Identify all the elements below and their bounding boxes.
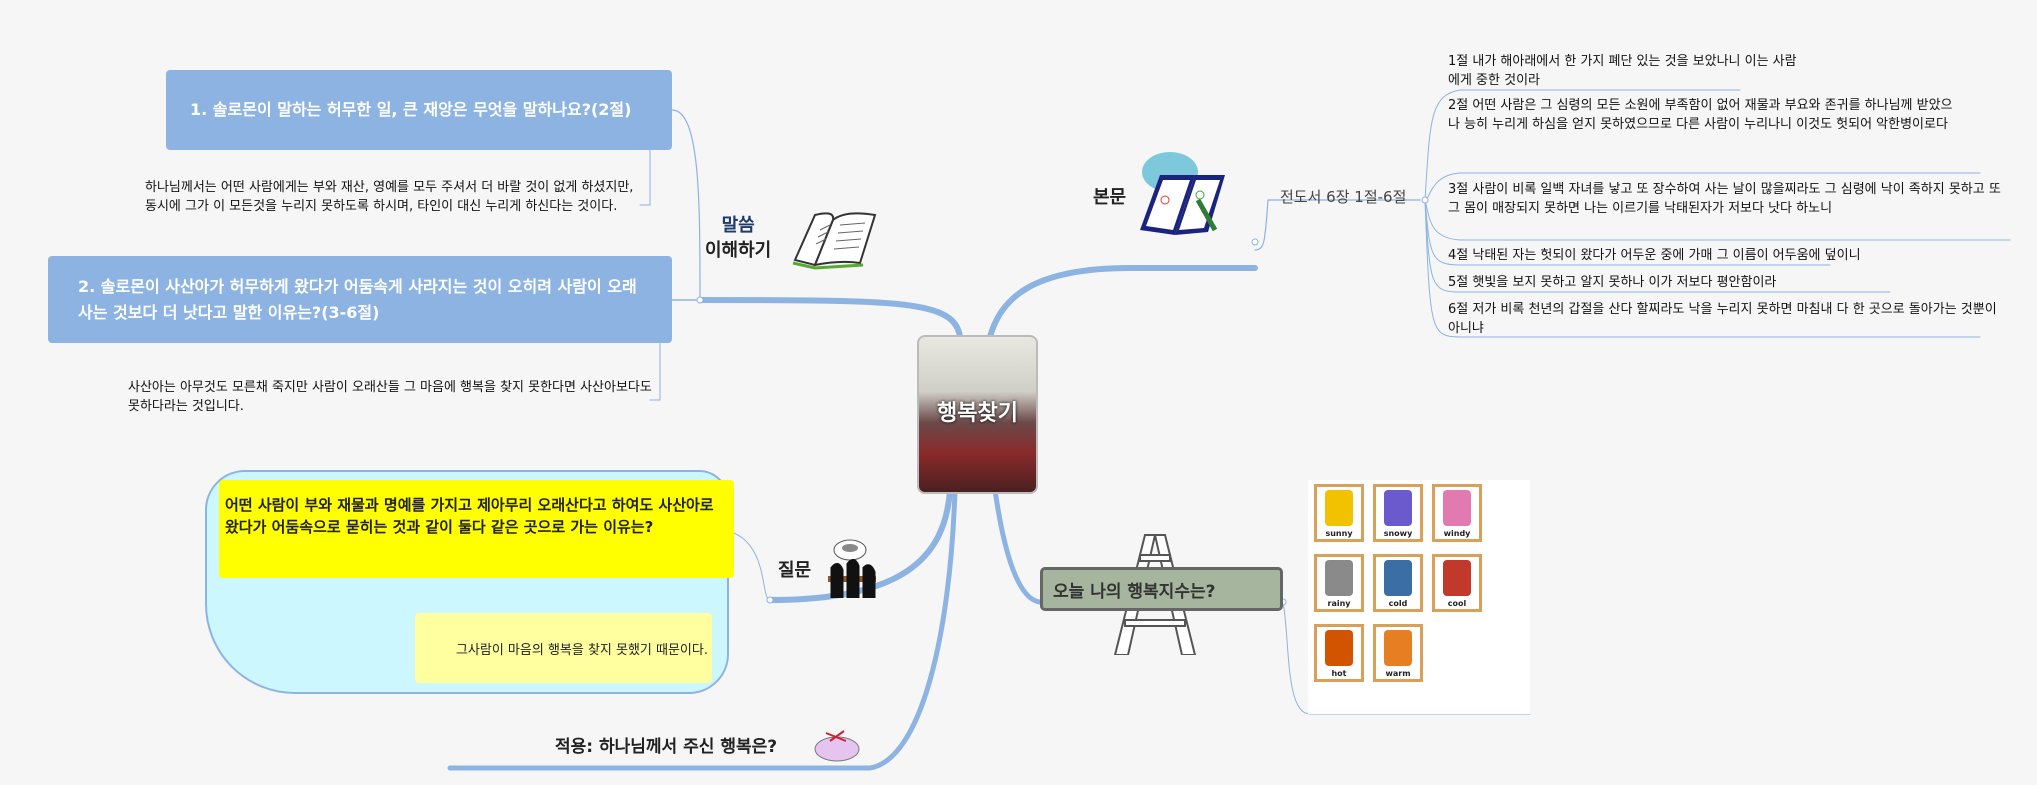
question-2-text: 2. 솔로몬이 사산아가 허무하게 왔다가 어둠속게 사라지는 것이 오히려 사… [78, 276, 637, 322]
card-label: hot [1331, 669, 1347, 678]
text-branch-label[interactable]: 본문 [1093, 187, 1127, 208]
snowy-icon [1384, 490, 1412, 526]
happiness-index-node[interactable]: 오늘 나의 행복지수는? [1040, 567, 1283, 611]
weather-card-cool[interactable]: cool [1432, 554, 1482, 612]
hot-icon [1325, 630, 1353, 666]
open-book-icon [792, 212, 877, 270]
card-label: snowy [1383, 529, 1413, 538]
question-node[interactable]: 어떤 사람이 부와 재물과 명예를 가지고 제아무리 오래산다고 하여도 사산아… [219, 480, 734, 578]
cool-icon [1443, 560, 1471, 596]
verse-2[interactable]: 2절 어떤 사람은 그 심령의 모든 소원에 부족함이 없어 재물과 부요와 존… [1448, 98, 1953, 132]
scripture-reference[interactable]: 전도서 6장 1절-6절 [1280, 188, 1407, 206]
weather-card-hot[interactable]: hot [1314, 624, 1364, 682]
weather-card-sunny[interactable]: sunny [1314, 484, 1364, 542]
card-label: cold [1388, 599, 1408, 608]
card-label: warm [1385, 669, 1411, 678]
weather-card-snowy[interactable]: snowy [1373, 484, 1423, 542]
word-label-line1: 말씀 [721, 215, 755, 236]
card-label: windy [1443, 529, 1471, 538]
verse-3[interactable]: 3절 사람이 비록 일백 자녀를 낳고 또 장수하여 사는 날이 많을찌라도 그… [1448, 182, 2001, 216]
card-label: cool [1447, 599, 1467, 608]
question-1-text: 1. 솔로몬이 말하는 허무한 일, 큰 재앙은 무엇을 말하나요?(2절) [190, 100, 632, 119]
windy-icon [1443, 490, 1471, 526]
bible-notebook-icon [1140, 152, 1225, 235]
answer-1-text[interactable]: 하나님께서는 어떤 사람에게는 부와 재산, 영예를 모두 주셔서 더 바랄 것… [145, 180, 634, 214]
question-1-node[interactable]: 1. 솔로몬이 말하는 허무한 일, 큰 재앙은 무엇을 말하나요?(2절) [166, 70, 672, 150]
gift-pillow-icon [814, 730, 860, 762]
word-branch-label[interactable]: 말씀 이해하기 [705, 213, 771, 263]
discussion-group-icon [828, 539, 876, 598]
warm-icon [1384, 630, 1412, 666]
weather-card-rainy[interactable]: rainy [1314, 554, 1364, 612]
sunny-icon [1325, 490, 1353, 526]
verse-6[interactable]: 6절 저가 비록 천년의 갑절을 산다 할찌라도 낙을 누리지 못하면 마침내 … [1448, 302, 1997, 336]
verse-4[interactable]: 4절 낙태된 자는 헛되이 왔다가 어두운 중에 가매 그 이름이 어두움에 덮… [1448, 248, 1861, 263]
weather-cards-image: sunny snowy windy rainy cold cool hot wa… [1308, 480, 1530, 714]
happiness-index-text: 오늘 나의 행복지수는? [1053, 581, 1216, 602]
question-text: 어떤 사람이 부와 재물과 명예를 가지고 제아무리 오래산다고 하여도 사산아… [225, 496, 714, 536]
weather-card-windy[interactable]: windy [1432, 484, 1482, 542]
question-branch-label[interactable]: 질문 [778, 560, 812, 581]
rainy-icon [1325, 560, 1353, 596]
answer-node[interactable]: 그사람이 마음의 행복을 찾지 못했기 때문이다. [415, 613, 712, 683]
question-2-node[interactable]: 2. 솔로몬이 사산아가 허무하게 왔다가 어둠속게 사라지는 것이 오히려 사… [48, 256, 672, 343]
weather-card-cold[interactable]: cold [1373, 554, 1423, 612]
card-label: sunny [1325, 529, 1353, 538]
apply-branch-label[interactable]: 적용: 하나님께서 주신 행복은? [555, 737, 778, 757]
weather-card-warm[interactable]: warm [1373, 624, 1423, 682]
verse-5[interactable]: 5절 햇빛을 보지 못하고 알지 못하나 이가 저보다 평안함이라 [1448, 275, 1777, 290]
answer-text: 그사람이 마음의 행복을 찾지 못했기 때문이다. [455, 642, 708, 658]
central-topic-title: 행복찾기 [937, 401, 1018, 426]
cold-icon [1384, 560, 1412, 596]
card-label: rainy [1327, 599, 1351, 608]
answer-2-text[interactable]: 사산아는 아무것도 모른채 죽지만 사람이 오래산들 그 마음에 행복을 찾지 … [128, 380, 652, 414]
central-topic[interactable]: 행복찾기 [917, 335, 1038, 494]
word-label-line2: 이해하기 [705, 240, 772, 261]
verse-1[interactable]: 1절 내가 해아래에서 한 가지 폐단 있는 것을 보았나니 이는 사람에게 중… [1448, 54, 1797, 88]
